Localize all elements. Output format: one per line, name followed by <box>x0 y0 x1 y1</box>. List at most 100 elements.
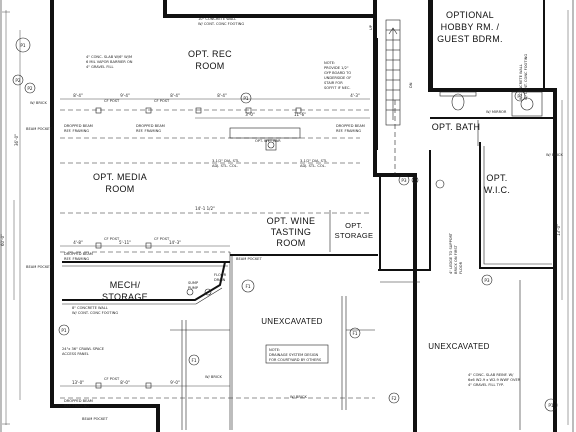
note-wet-bar: OPT. WET BAR <box>255 139 281 143</box>
room-media-line1: OPT. MEDIA <box>93 172 147 182</box>
room-mech-line1: MECH/ <box>110 280 141 290</box>
room-storage-line1: OPT. <box>345 221 363 230</box>
note-ledge-2: BRICK ON FIRST <box>454 244 458 274</box>
note-beam-pocket-c: BEAM POCKET <box>82 417 109 421</box>
dim-9: 4'-8" <box>73 240 83 245</box>
dim-11: 14'-3" <box>169 240 181 245</box>
note-provide-5: STAIR FOR <box>324 81 343 85</box>
tag-p1-d: P1 <box>548 403 554 408</box>
note-crawl-1: 24"x 36" CRAWL SPACE <box>62 347 105 351</box>
note-slab-3: 4" GRAVEL FILL <box>86 65 113 69</box>
stair <box>374 19 401 150</box>
dim-8: 4'-3" <box>350 93 360 98</box>
note-drainage-2: DRAINAGE SYSTEM DESIGN <box>269 353 319 357</box>
room-hobby-line3: GUEST BDRM. <box>437 34 503 44</box>
room-media-line2: ROOM <box>105 184 134 194</box>
dim-5: 3'-0" <box>245 112 255 117</box>
note-provide-3: GYP BOARD TO <box>324 71 351 75</box>
note-dropped-beam-e2: REF. FRAMING <box>64 404 89 408</box>
note-wall-right-1: 8" CONCRETE WALL <box>519 64 523 100</box>
dim-1: 8'-4" <box>73 93 83 98</box>
dim-7: 14'-1 1/2" <box>195 206 215 211</box>
note-slab-right-1: 4" CONC. SLAB REINF. W/ <box>468 373 514 377</box>
note-floor-drain-2: DRAIN <box>214 278 226 282</box>
tag-p2-a: P2 <box>15 78 21 83</box>
room-unexcavated-1: UNEXCAVATED <box>261 317 323 326</box>
dim-4: 8'-4" <box>217 93 227 98</box>
note-brick-d: W/ BRICK <box>546 153 563 157</box>
note-brick-c: W/ BRICK <box>290 395 307 399</box>
note-provide-2: PROVIDE 1/2" <box>324 66 349 70</box>
note-ledge-1: 4" LEDGE TO SUPPORT <box>449 232 453 274</box>
note-sump-2: PUMP <box>188 286 199 290</box>
dim-16: 13'-0" <box>556 224 561 236</box>
room-wic-line2: W.I.C. <box>484 185 510 195</box>
note-dropped-beam-c1: DROPPED BEAM <box>336 124 365 128</box>
note-lvl-col-b1: 3-1/2" DIA. STL <box>300 159 327 163</box>
room-wic-line1: OPT. <box>486 173 507 183</box>
note-dropped-beam-b1: DROPPED BEAM <box>136 124 165 128</box>
note-provide-1: NOTE: <box>324 61 335 65</box>
note-sump-1: SUMP <box>188 281 199 285</box>
note-dropped-beam-c2: REF. FRAMING <box>336 129 361 133</box>
note-dropped-beam-e1: DROPPED BEAM <box>64 399 93 403</box>
room-storage-line2: STORAGE <box>335 231 374 240</box>
note-slab-right-2: 6x6 W2.9 x W2.9 WWF OVER <box>468 378 521 382</box>
dimensions: 8'-4" 9'-4" 8'-4" 8'-4" 3'-0" 11'-6" 14'… <box>0 30 563 400</box>
tag-f1-c: F1 <box>245 284 250 289</box>
dim-12: 13'-0" <box>72 380 84 385</box>
dim-6: 11'-6" <box>294 112 306 117</box>
note-wall-right-2: W/ CONT. CONC FOOTING <box>524 54 528 100</box>
drainage-note-box <box>265 344 329 364</box>
tag-p2-b: P2 <box>27 86 33 91</box>
interior-lines <box>60 100 555 430</box>
note-up: UP <box>369 24 373 30</box>
note-beam-pocket-a: BEAM POCKET <box>26 127 53 131</box>
column-markers <box>95 107 302 389</box>
tag-p1-a: P1 <box>20 43 26 48</box>
note-cf-post-a: CF POST <box>104 99 120 103</box>
dim-14: 9'-0" <box>170 380 180 385</box>
note-wall-left-2: W/ CONT. CONC FOOTING <box>72 311 118 315</box>
note-brick-a: W/ BRICK <box>30 101 47 105</box>
room-rec-line2: ROOM <box>195 61 224 71</box>
note-cf-post-c: CF POST <box>104 237 120 241</box>
wet-bar <box>229 127 301 151</box>
exterior-walls <box>50 0 557 432</box>
note-wall-top-1: 10" CONCRETE WALL <box>198 17 236 21</box>
note-floor-drain-1: FLOOR <box>214 273 227 277</box>
tag-f2-a: F2 <box>391 396 396 401</box>
note-cf-post-e: CF POST <box>104 377 120 381</box>
tag-f1-b: F1 <box>352 331 357 336</box>
note-provide-6: SOFFIT IF NEC. <box>324 86 351 90</box>
dim-13: 8'-0" <box>120 380 130 385</box>
room-hobby-line1: OPTIONAL <box>446 10 494 20</box>
note-ledge-3: FLOOR <box>459 261 463 274</box>
note-dropped-beam-a1: DROPPED BEAM <box>64 124 93 128</box>
note-beam-pocket-d: BEAM POCKET <box>236 257 263 261</box>
note-slab-2: 6 MIL VAPOR BARRIER ON <box>86 60 133 64</box>
note-drainage-1: NOTE: <box>269 348 280 352</box>
note-crawl-2: ACCESS PANEL <box>62 352 89 356</box>
room-rec-line1: OPT. REC <box>188 49 232 59</box>
tag-f1-a: F1 <box>191 358 196 363</box>
dim-2: 9'-4" <box>120 93 130 98</box>
dim-17: 60'-0" <box>0 234 5 246</box>
note-slab-right-3: 4" GRAVEL FILL TYP. <box>468 383 504 387</box>
note-brick-b: W/ BRICK <box>205 375 222 379</box>
note-dropped-beam-d1: DROPPED BEAM <box>64 252 93 256</box>
room-mech-line2: STORAGE <box>102 292 148 302</box>
note-drainage-3: FOR COURTYARD BY OTHERS <box>269 358 322 362</box>
note-cf-post-d: CF POST <box>154 237 170 241</box>
room-hobby-line2: HOBBY RM. / <box>441 22 500 32</box>
note-lvl-col-b2: ADJ. STL. COL. <box>300 164 326 168</box>
tag-p4-a: P4 <box>517 94 523 99</box>
room-wine-line1: OPT. WINE <box>267 216 316 226</box>
note-cf-post-b: CF POST <box>154 99 170 103</box>
tag-p1-b: P1 <box>243 96 249 101</box>
room-wine-line2: TASTING <box>271 227 311 237</box>
note-wall-top-2: W/ CONT. CONC FOOTING <box>198 22 244 26</box>
dim-10: 5'-11" <box>119 240 131 245</box>
construction-notes: 10" CONCRETE WALL W/ CONT. CONC FOOTING … <box>26 17 563 421</box>
